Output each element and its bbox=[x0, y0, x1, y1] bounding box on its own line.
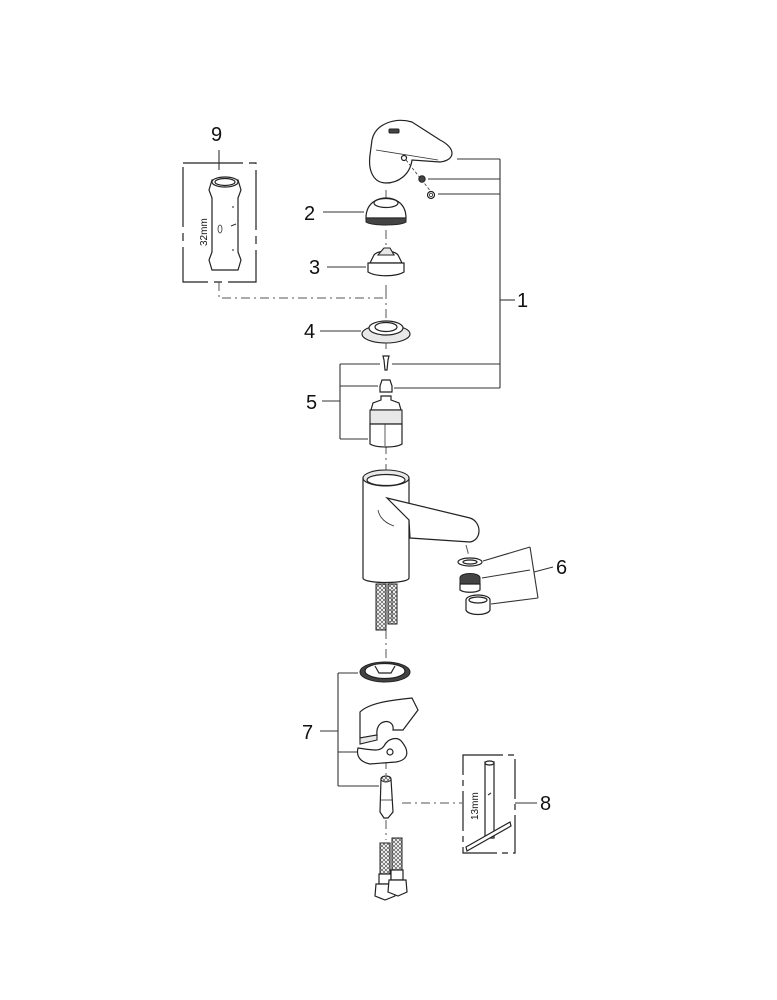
callout-5: 5 bbox=[306, 392, 317, 414]
retaining-nut bbox=[327, 247, 405, 277]
callout-7-leader bbox=[320, 672, 379, 787]
tool-13mm: 13mm bbox=[402, 754, 537, 854]
callout-6-leader bbox=[481, 546, 554, 605]
ring-washer bbox=[320, 320, 411, 344]
tool-13mm-dimension: 13mm bbox=[470, 792, 481, 820]
callout-6: 6 bbox=[556, 557, 567, 579]
cover-cap bbox=[323, 197, 407, 226]
callout-4: 4 bbox=[304, 321, 315, 343]
callout-5-leader bbox=[322, 363, 380, 440]
callout-8: 8 bbox=[540, 793, 551, 815]
tool-32mm: 32mm bbox=[182, 150, 387, 299]
callout-1-leader bbox=[392, 158, 515, 389]
callout-1: 1 bbox=[517, 290, 528, 312]
cartridge-set bbox=[369, 355, 403, 448]
tool-32mm-dimension: 32mm bbox=[199, 218, 210, 246]
callout-3: 3 bbox=[309, 257, 320, 279]
callout-2: 2 bbox=[304, 203, 315, 225]
lever-handle bbox=[368, 119, 453, 200]
aerator-set bbox=[457, 544, 491, 616]
callout-9: 9 bbox=[211, 124, 222, 146]
callout-7: 7 bbox=[302, 722, 313, 744]
faucet-body bbox=[362, 469, 480, 631]
fixing-set bbox=[356, 661, 419, 819]
supply-hoses bbox=[374, 837, 408, 901]
